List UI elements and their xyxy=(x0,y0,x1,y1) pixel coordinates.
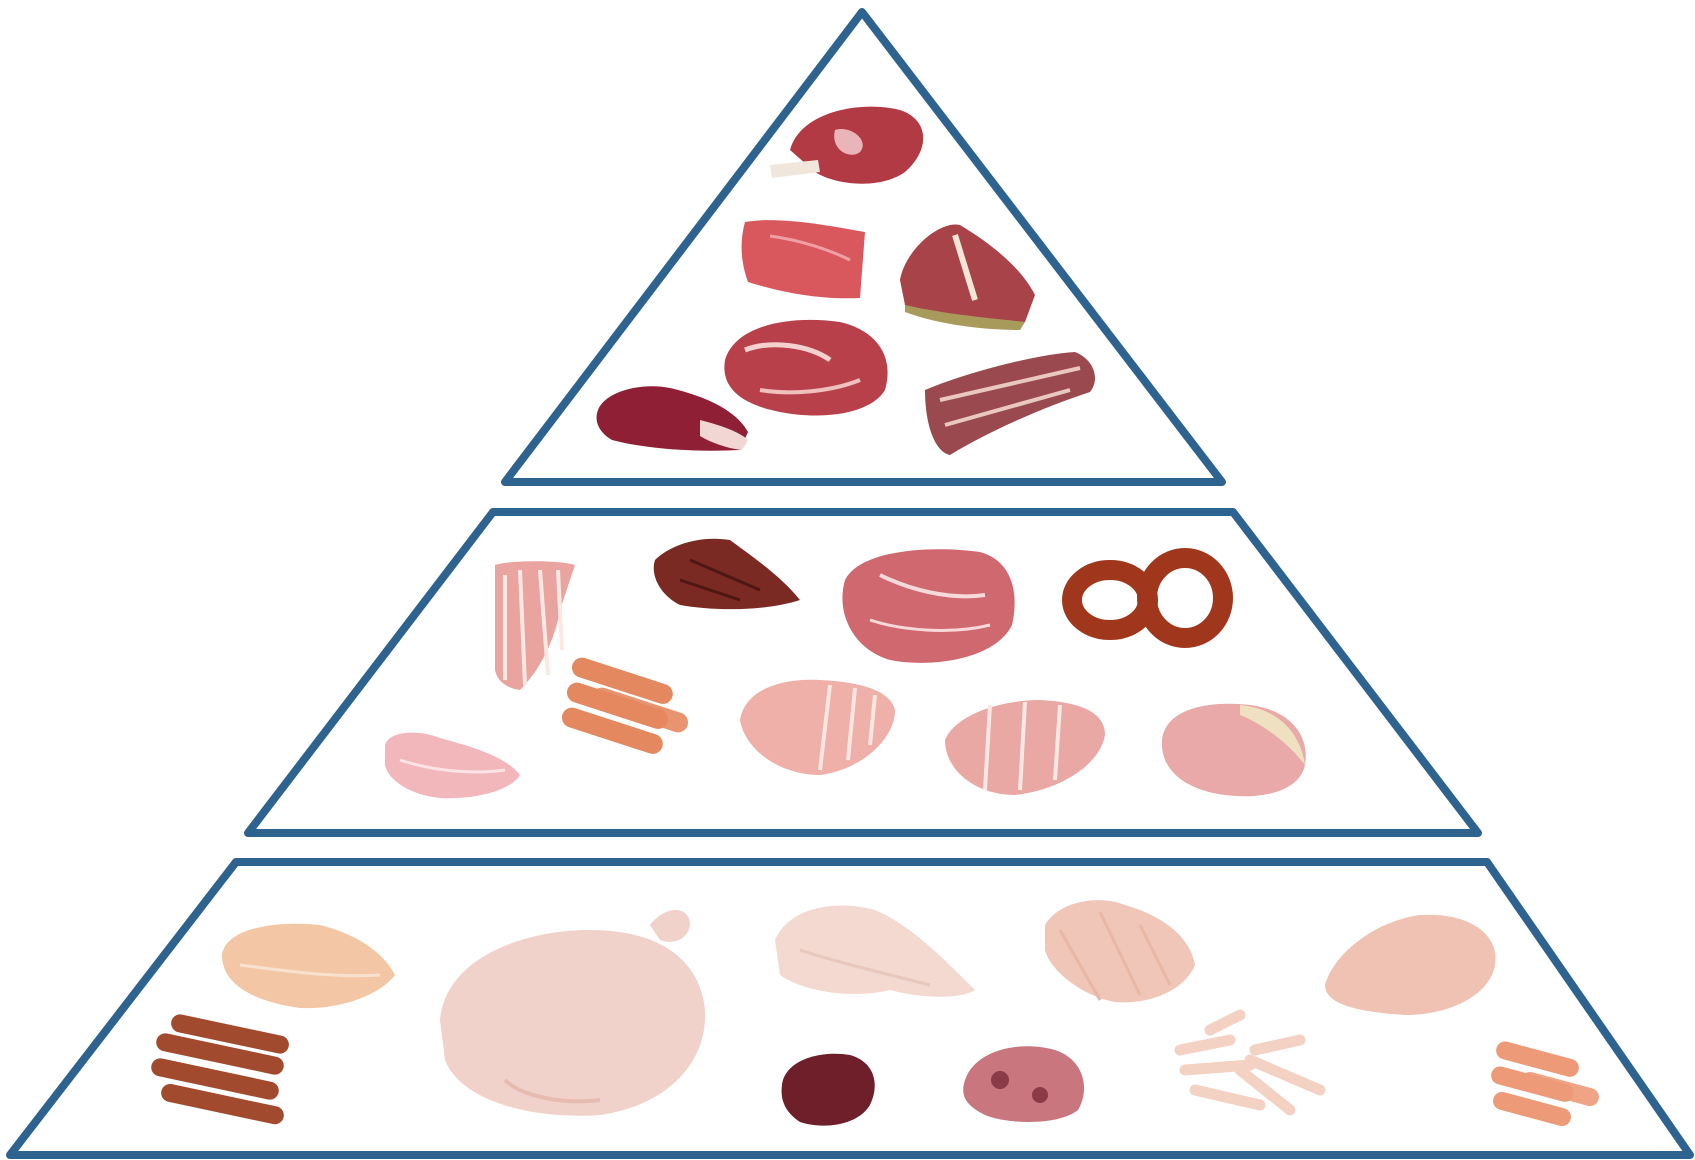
chicken-breast-icon xyxy=(222,924,395,1008)
chicken-wings-icon xyxy=(775,905,975,996)
t-bone-steak-icon xyxy=(900,224,1035,330)
ring-sausage-icon xyxy=(1072,558,1223,638)
chicken-feet-icon xyxy=(1180,1015,1320,1110)
frankfurters-icon xyxy=(1489,1039,1601,1128)
pork-loin-icon xyxy=(740,680,895,775)
whole-chicken-icon xyxy=(440,910,705,1116)
top-tier xyxy=(597,107,1095,455)
sirloin-steak-icon xyxy=(597,386,748,450)
chicken-liver-icon xyxy=(782,1054,875,1126)
hot-dogs-icon xyxy=(559,655,690,756)
chicken-thigh-icon xyxy=(1325,915,1496,1015)
ham-slices-icon xyxy=(385,733,520,799)
jerky-icon xyxy=(654,539,800,609)
thin-sliced-beef-icon xyxy=(742,220,865,298)
bottom-tier xyxy=(150,900,1601,1128)
smoked-sausages-icon xyxy=(150,1013,291,1126)
ham-roast-icon xyxy=(1162,704,1306,796)
rib-steak-icon xyxy=(770,107,923,184)
pork-chops-icon xyxy=(945,700,1105,795)
gizzards-icon xyxy=(963,1046,1084,1122)
drumsticks-icon xyxy=(1045,900,1195,1002)
bacon-icon xyxy=(495,561,575,690)
pork-shoulder-icon xyxy=(842,549,1014,663)
beef-roast-icon xyxy=(724,320,887,416)
beef-ribs-icon xyxy=(925,352,1095,455)
middle-tier xyxy=(385,539,1306,799)
